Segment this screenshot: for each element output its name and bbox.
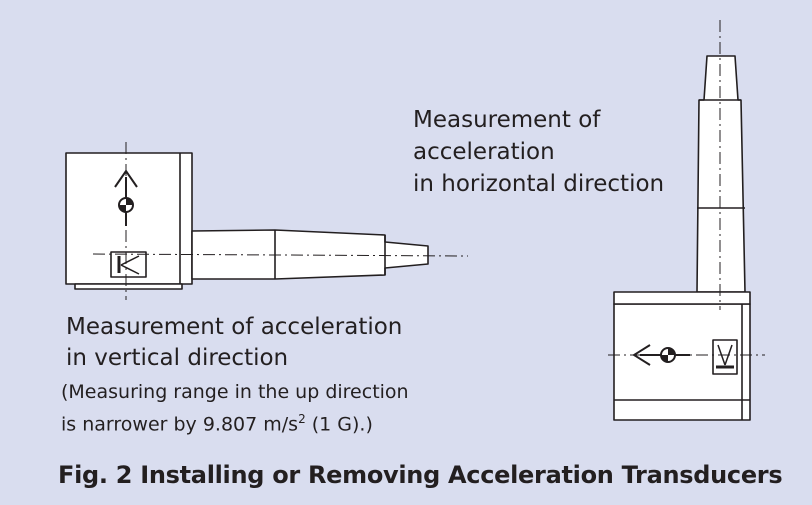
connector-window (712, 339, 738, 375)
transducer-cable (191, 229, 429, 280)
vertical-mount-transducer (613, 55, 751, 421)
connector-symbol-icon (716, 344, 734, 369)
connector-window (110, 251, 147, 278)
up-arrow-icon (114, 169, 138, 226)
transducer-cable (696, 55, 746, 293)
vertical-direction-label: Measurement of acceleration in vertical … (66, 314, 403, 371)
figure-caption: Fig. 2 Installing or Removing Accelerati… (58, 461, 783, 489)
connector-symbol-icon (117, 255, 140, 275)
left-arrow-icon (632, 344, 690, 366)
horizontal-direction-label: Measurement of acceleration in horizonta… (413, 107, 665, 197)
measuring-range-note: (Measuring range in the up direction is … (61, 381, 409, 436)
